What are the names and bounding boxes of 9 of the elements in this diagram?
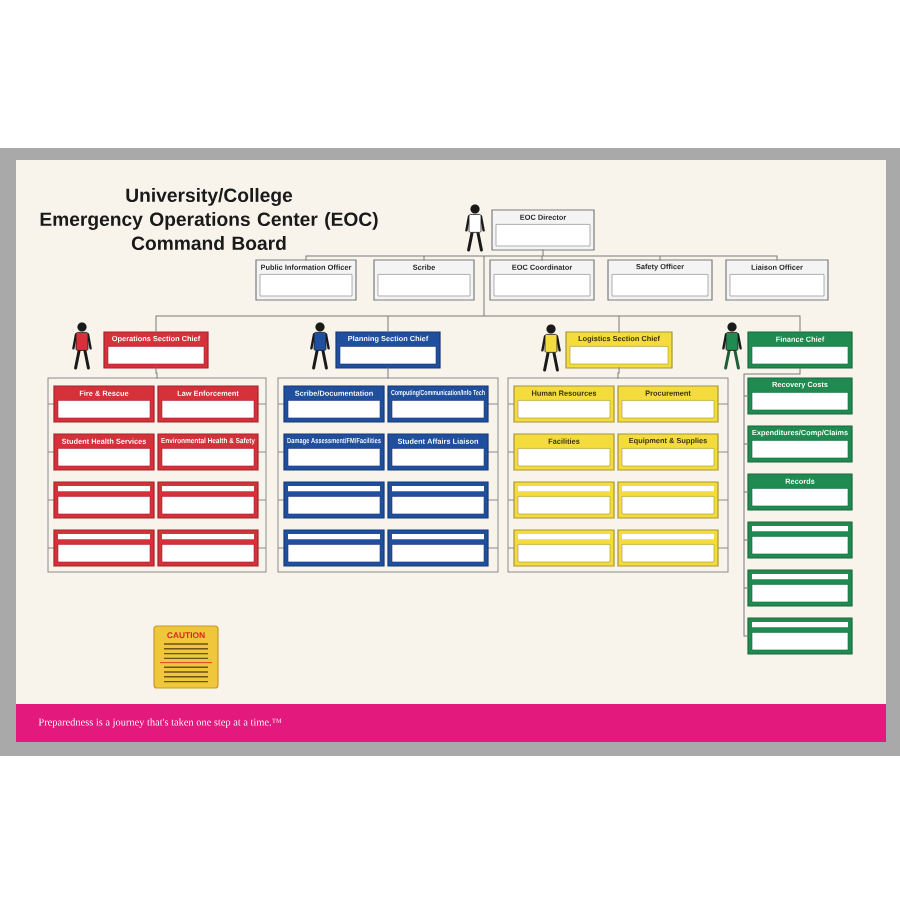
group-frame <box>277 377 499 573</box>
group-frame <box>47 377 267 573</box>
heading: University/College Emergency Operations Center (EOC) Command Board <box>40 187 378 251</box>
connector-line <box>155 249 801 333</box>
connector-line <box>743 367 801 637</box>
connector-line <box>617 367 620 379</box>
connector-line <box>387 367 389 379</box>
group-frame <box>507 377 729 573</box>
connector-line <box>155 367 158 379</box>
